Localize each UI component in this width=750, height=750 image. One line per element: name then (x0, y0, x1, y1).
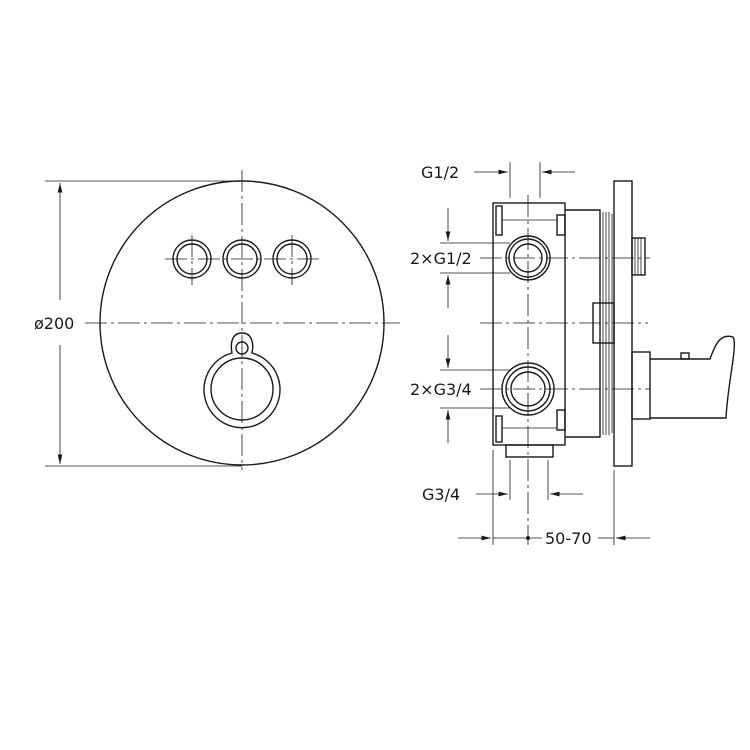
mixer-knob (203, 332, 281, 429)
diverter-knob (631, 237, 646, 276)
lower-ports-label: 2×G3/4 (410, 380, 472, 399)
bottom-connection-label: G3/4 (422, 485, 460, 504)
depth-label: 50-70 (545, 529, 592, 548)
push-button-2 (222, 239, 262, 279)
front-view: ø200 (34, 170, 400, 470)
top-connection-dimension: G1/2 (421, 162, 575, 198)
sleeve (565, 209, 615, 438)
lower-ports-dimension: 2×G3/4 (410, 335, 510, 443)
side-view: G1/2 2×G1/2 2×G3/4 G3/4 50-70 (410, 162, 736, 548)
push-button-3 (272, 239, 312, 279)
upper-ports-dimension: 2×G1/2 (410, 208, 510, 308)
bottom-connection-dimension: G3/4 (422, 460, 583, 504)
push-button-1 (172, 239, 212, 279)
flange-plate (613, 180, 633, 467)
diameter-dimension: ø200 (34, 180, 242, 467)
diameter-label: ø200 (34, 314, 74, 333)
lever-handle (631, 335, 736, 420)
top-connection-label: G1/2 (421, 163, 459, 182)
valve-body (492, 202, 566, 458)
bottom-nipple (505, 444, 554, 458)
upper-ports-label: 2×G1/2 (410, 249, 472, 268)
depth-dimension: 50-70 (458, 450, 650, 548)
